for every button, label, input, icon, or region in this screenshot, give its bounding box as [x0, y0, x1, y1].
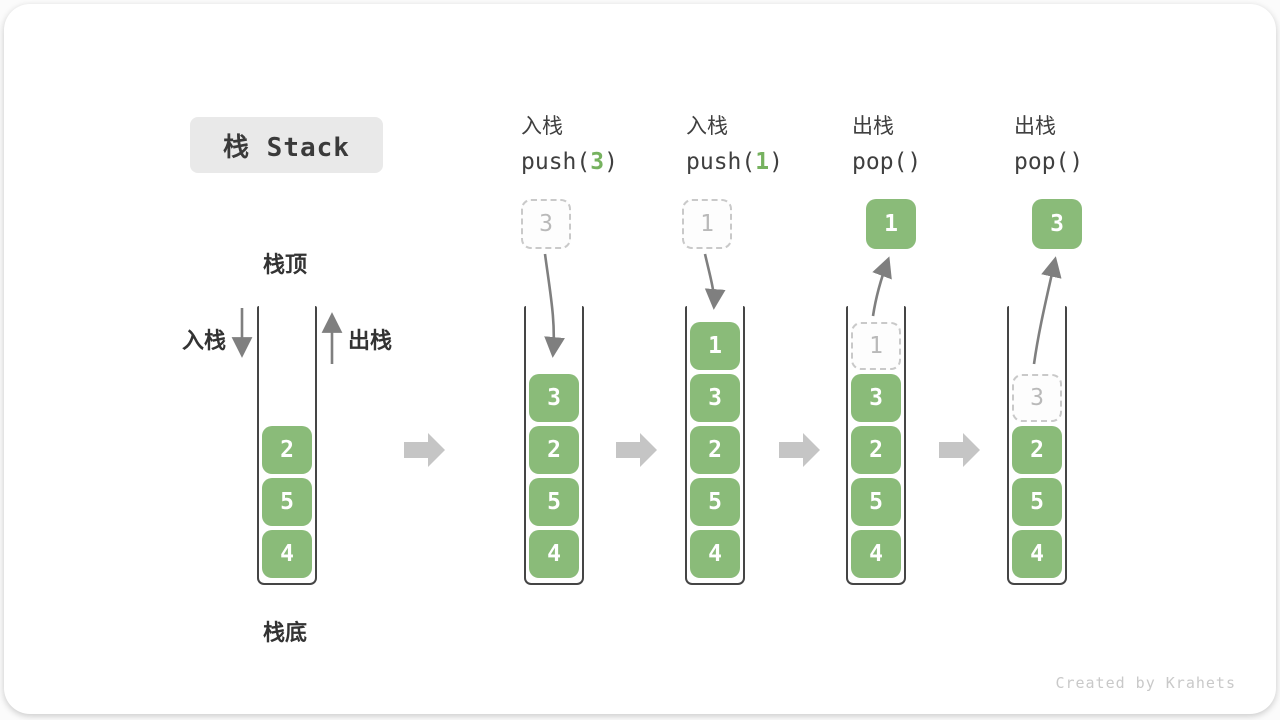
- op-label: 出栈: [852, 114, 894, 138]
- label-pop-side: 出栈: [348, 329, 393, 354]
- stack-container-initial: [257, 306, 317, 585]
- step-arrow-icon: [939, 433, 980, 467]
- stack-cell: 5: [690, 478, 740, 526]
- stack-cell: 5: [851, 478, 901, 526]
- op-code: pop(): [1014, 149, 1083, 175]
- stack-cell: 4: [1012, 530, 1062, 578]
- op-code-pre: push(: [521, 149, 591, 175]
- step-arrow-icon: [616, 433, 657, 467]
- op-code-post: ): [907, 149, 922, 175]
- op-code-pre: pop(: [1014, 149, 1070, 175]
- op-code-pre: pop(: [852, 149, 908, 175]
- op-code-post: ): [604, 149, 618, 175]
- op-code-post: ): [1069, 149, 1084, 175]
- pending-push-value-box: 1: [682, 199, 732, 249]
- figure-title: 栈 Stack: [190, 117, 383, 173]
- label-stack-bottom: 栈底: [263, 621, 308, 646]
- label-stack-top: 栈顶: [263, 253, 308, 278]
- stack-cell: 5: [1012, 478, 1062, 526]
- stack-cell: 4: [690, 530, 740, 578]
- stack-cell-ghost: 1: [851, 322, 901, 370]
- op-code-pre: push(: [686, 149, 756, 175]
- stack-cell: 1: [690, 322, 740, 370]
- stack-cell: 2: [262, 426, 312, 474]
- arrows-overlay: [231, 253, 1062, 467]
- stack-container-after-push-3: [524, 306, 584, 585]
- op-header-push-1: 入栈 push(1): [686, 110, 783, 175]
- stack-cell: 3: [851, 374, 901, 422]
- push-1-motion-arrow-icon: [703, 253, 726, 310]
- op-code: push(3): [521, 149, 618, 175]
- stack-cell: 5: [529, 478, 579, 526]
- popped-value-box: 3: [1032, 199, 1082, 249]
- op-code-arg: 3: [590, 149, 605, 175]
- stack-cell: 4: [529, 530, 579, 578]
- stack-cell: 2: [1012, 426, 1062, 474]
- step-arrow-icon: [404, 433, 445, 467]
- stack-container-after-pop-1: [846, 306, 906, 585]
- stack-container-after-push-1: [685, 306, 745, 585]
- op-code-arg: 1: [755, 149, 770, 175]
- op-label: 入栈: [686, 114, 728, 138]
- step-arrow-icon: [779, 433, 820, 467]
- stack-cell: 2: [529, 426, 579, 474]
- op-code: push(1): [686, 149, 783, 175]
- op-header-pop-2: 出栈 pop(): [1014, 110, 1083, 175]
- stack-cell: 2: [690, 426, 740, 474]
- figure-title-text: 栈 Stack: [223, 132, 350, 163]
- stack-cell-ghost: 3: [1012, 374, 1062, 422]
- op-label: 入栈: [521, 114, 563, 138]
- stack-cell: 4: [851, 530, 901, 578]
- op-header-pop-1: 出栈 pop(): [852, 110, 921, 175]
- op-label: 出栈: [1014, 114, 1056, 138]
- stack-cell: 5: [262, 478, 312, 526]
- stack-cell: 3: [690, 374, 740, 422]
- stack-cell: 2: [851, 426, 901, 474]
- stack-container-after-pop-2: [1007, 306, 1067, 585]
- popped-value-box: 1: [866, 199, 916, 249]
- op-header-push-3: 入栈 push(3): [521, 110, 618, 175]
- op-code: pop(): [852, 149, 921, 175]
- pending-push-value-box: 3: [521, 199, 571, 249]
- credit-text: Created by Krahets: [1055, 674, 1236, 692]
- figure-card: 栈 Stack 栈顶 栈底 入栈 出栈 入栈 push(3) 入栈 push(1…: [4, 4, 1276, 714]
- stack-cell: 4: [262, 530, 312, 578]
- op-code-post: ): [769, 149, 783, 175]
- stack-cell: 3: [529, 374, 579, 422]
- label-push-side: 入栈: [182, 329, 227, 354]
